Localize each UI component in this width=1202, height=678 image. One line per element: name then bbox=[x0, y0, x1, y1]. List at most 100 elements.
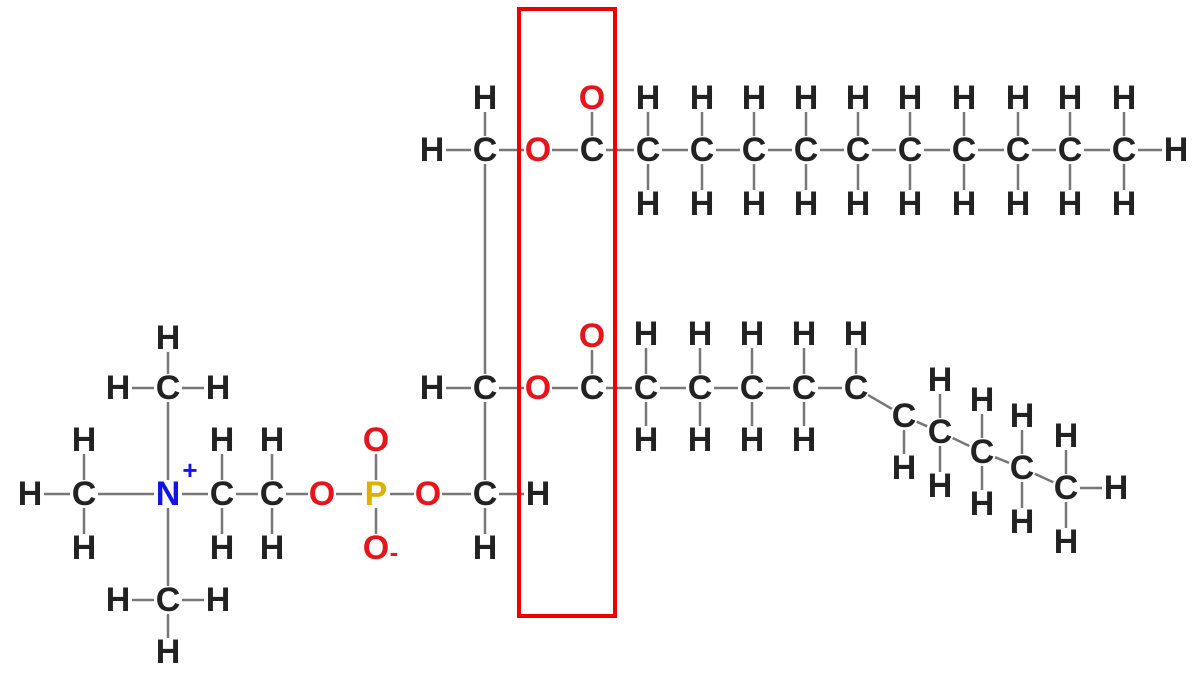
ester-linkage-highlight-box bbox=[517, 7, 617, 618]
atom-h-S2u: H bbox=[742, 79, 767, 117]
atom-h-S3u: H bbox=[794, 79, 819, 117]
atom-c-U3: C bbox=[792, 369, 817, 407]
atom-c-S7: C bbox=[1006, 131, 1031, 169]
atom-h-S4d: H bbox=[846, 185, 871, 223]
atom-c-Ct: C bbox=[156, 369, 181, 407]
atom-c-Cb: C bbox=[156, 581, 181, 619]
atom-h-S6d: H bbox=[952, 185, 977, 223]
atom-h-G3r: H bbox=[526, 475, 551, 513]
atom-h-U2d: H bbox=[740, 421, 765, 459]
atom-h-S7d: H bbox=[1006, 185, 1031, 223]
bond-U5-U6 bbox=[916, 420, 928, 428]
atom-h-Cll: H bbox=[18, 475, 43, 513]
atom-h-U9u: H bbox=[1054, 417, 1079, 455]
atom-h-Cbr: H bbox=[206, 581, 231, 619]
atom-h-S8d: H bbox=[1058, 185, 1083, 223]
atom-c-U2: C bbox=[740, 369, 765, 407]
atom-c-U1: C bbox=[688, 369, 713, 407]
atom-h-Cb2d: H bbox=[260, 529, 285, 567]
atom-h-S5u: H bbox=[898, 79, 923, 117]
atom-o-O2: O bbox=[415, 475, 441, 513]
atom-c-U9: C bbox=[1054, 469, 1079, 507]
atom-h-U4u: H bbox=[844, 315, 869, 353]
atom-h-Clu: H bbox=[72, 421, 97, 459]
atom-h-S1u: H bbox=[690, 79, 715, 117]
atom-c-S8: C bbox=[1058, 131, 1083, 169]
atom-h-Cta: H bbox=[156, 319, 181, 357]
atom-h-S2d: H bbox=[742, 185, 767, 223]
atom-h-S0d: H bbox=[636, 185, 661, 223]
atom-h-S9u: H bbox=[1112, 79, 1137, 117]
atom-o-Om: O bbox=[363, 529, 389, 567]
atom-h-S6u: H bbox=[952, 79, 977, 117]
atom-c-Ca: C bbox=[210, 475, 235, 513]
atom-h-Send: H bbox=[1164, 131, 1189, 169]
atom-o-E2Od: O bbox=[579, 317, 605, 355]
atom-h-G1u: H bbox=[473, 79, 498, 117]
atom-h-U7d: H bbox=[970, 485, 995, 523]
atom-c-U5: C bbox=[892, 397, 917, 435]
atom-h-Cad: H bbox=[210, 529, 235, 567]
bond-U8-U9 bbox=[1034, 472, 1054, 484]
atom-c-G1: C bbox=[473, 131, 498, 169]
bond-U4-U5 bbox=[867, 393, 893, 411]
atom-h-Cbb: H bbox=[156, 633, 181, 671]
atom-h-Ctl: H bbox=[106, 369, 131, 407]
atom-o-E1O: O bbox=[525, 131, 551, 169]
atom-c-S2: C bbox=[742, 131, 767, 169]
atom-o-O1: O bbox=[309, 475, 335, 513]
atom-c-Cl: C bbox=[72, 475, 97, 513]
atom-c-U6: C bbox=[928, 413, 953, 451]
atom-o-E1Od: O bbox=[579, 79, 605, 117]
atom-n-N: N bbox=[156, 475, 181, 513]
atom-h-U8u: H bbox=[1010, 397, 1035, 435]
atom-h-G1l: H bbox=[420, 131, 445, 169]
atom-o-E2O: O bbox=[525, 369, 551, 407]
atom-h-S7u: H bbox=[1006, 79, 1031, 117]
atom-c-G2: C bbox=[473, 369, 498, 407]
atom-h-U0d: H bbox=[634, 421, 659, 459]
atom-c-S3: C bbox=[794, 131, 819, 169]
atom-c-E2C: C bbox=[580, 369, 605, 407]
atom-o-Op: O bbox=[363, 421, 389, 459]
atom-h-Ctr: H bbox=[206, 369, 231, 407]
atom-c-U8: C bbox=[1010, 449, 1035, 487]
atom-h-S1d: H bbox=[690, 185, 715, 223]
bond-U7-U8 bbox=[994, 456, 1010, 464]
charge-phosphate_oxygen: - bbox=[390, 537, 399, 567]
bond-lines bbox=[44, 112, 1162, 638]
atom-h-U1u: H bbox=[688, 315, 713, 353]
atom-h-U6u: H bbox=[928, 361, 953, 399]
atom-h-U9r: H bbox=[1104, 469, 1129, 507]
atom-h-U3u: H bbox=[792, 315, 817, 353]
atom-h-S8u: H bbox=[1058, 79, 1083, 117]
atom-c-S9: C bbox=[1112, 131, 1137, 169]
atom-c-Cb2: C bbox=[260, 475, 285, 513]
atom-h-Cld: H bbox=[72, 529, 97, 567]
atom-c-S4: C bbox=[846, 131, 871, 169]
atom-h-Cb2u: H bbox=[260, 421, 285, 459]
atom-h-U7u: H bbox=[970, 381, 995, 419]
atom-c-G3: C bbox=[473, 475, 498, 513]
atom-h-U5d: H bbox=[892, 449, 917, 487]
bond-U6-U7 bbox=[952, 436, 970, 448]
atom-h-U9d: H bbox=[1054, 523, 1079, 561]
atom-h-U2u: H bbox=[740, 315, 765, 353]
atom-c-U7: C bbox=[970, 433, 995, 471]
atom-h-S4u: H bbox=[846, 79, 871, 117]
atom-p-P: P bbox=[365, 475, 388, 513]
atom-h-Cbl: H bbox=[106, 581, 131, 619]
atom-h-S9d: H bbox=[1112, 185, 1137, 223]
atom-h-U8d: H bbox=[1010, 503, 1035, 541]
atom-h-G3d: H bbox=[473, 529, 498, 567]
atom-h-U3d: H bbox=[792, 421, 817, 459]
atom-h-U0u: H bbox=[634, 315, 659, 353]
atom-h-S0u: H bbox=[636, 79, 661, 117]
atom-h-Cau: H bbox=[210, 421, 235, 459]
atom-c-U0: C bbox=[634, 369, 659, 407]
atom-c-S6: C bbox=[952, 131, 977, 169]
atom-c-S1: C bbox=[690, 131, 715, 169]
atom-h-U1d: H bbox=[688, 421, 713, 459]
